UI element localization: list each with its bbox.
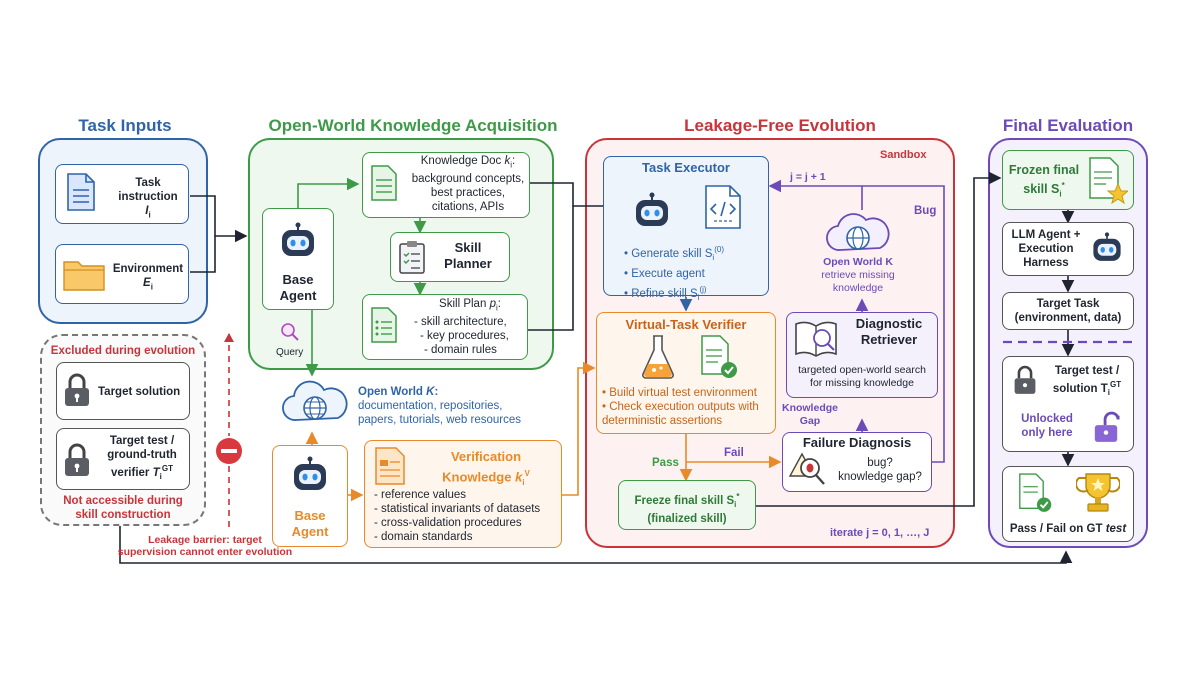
knowledge-gap-label: Knowledge Gap <box>781 402 838 427</box>
base-agent-2-label: Base Agent <box>291 508 329 539</box>
environment-label: Environment Ei <box>112 263 184 292</box>
knowledge-doc-text: Knowledge Doc ki: background concepts, b… <box>411 155 525 214</box>
excluded-header: Excluded during evolution <box>50 345 196 357</box>
document-icon <box>67 173 95 211</box>
leakage-barrier-label: Leakage barrier: target supervision cann… <box>117 534 293 558</box>
checklist-icon <box>371 307 397 343</box>
excluded-footer: Not accessible during skill construction <box>63 495 183 521</box>
environment-card <box>55 244 189 304</box>
freeze-skill-label: Freeze final skill Si* (finalized skill) <box>634 492 740 526</box>
loop-label: j = j + 1 <box>790 171 826 183</box>
bug-label: Bug <box>914 205 937 217</box>
unlocked-label: Unlocked only here <box>1021 413 1073 439</box>
checked-document-icon <box>1019 473 1052 512</box>
robot-icon <box>636 192 668 226</box>
lock-icon <box>1014 365 1036 394</box>
virtual-task-verifier-title: Virtual-Task Verifier <box>625 317 747 332</box>
evolution-title: Leakage-Free Evolution <box>684 116 876 135</box>
task-executor-card <box>603 156 769 296</box>
pass-fail-label: Pass / Fail on GT test <box>1009 523 1127 535</box>
flask-icon <box>642 335 674 379</box>
cloud-globe-icon <box>826 213 890 251</box>
trophy-icon <box>1076 473 1120 512</box>
verification-knowledge-list: - reference values - statistical invaria… <box>374 489 541 543</box>
task-executor-title: Task Executor <box>642 160 730 175</box>
sandbox-label: Sandbox <box>880 149 927 161</box>
document-icon <box>371 165 397 201</box>
virtual-task-verifier-card <box>596 312 776 434</box>
clipboard-icon <box>399 241 425 274</box>
task-inputs-title: Task Inputs <box>78 116 172 135</box>
failure-diagnosis-questions: bug? knowledge gap? <box>838 457 922 483</box>
open-world-retrieve: Open World K retrieve missing knowledge <box>821 256 895 294</box>
robot-icon <box>282 222 314 256</box>
task-instruction-label: Task instruction Ii <box>118 177 178 220</box>
open-world-desc: Open World K: documentation, repositorie… <box>358 386 521 426</box>
diagnostic-retriever-desc: targeted open-world search for missing k… <box>798 364 926 389</box>
robot-icon <box>294 456 326 490</box>
lock-icon <box>65 373 89 406</box>
final-title: Final Evaluation <box>1002 116 1134 135</box>
report-icon <box>375 447 405 485</box>
skill-planner-label: Skill Planner <box>444 240 492 271</box>
target-test-label: Target test / solution TiGT <box>1052 365 1122 398</box>
harness-label: LLM Agent + Execution Harness <box>1011 229 1081 269</box>
checked-document-icon <box>701 335 737 378</box>
no-entry-icon <box>216 438 242 464</box>
query-label: Query <box>276 347 304 358</box>
knowledge-title: Open-World Knowledge Acquisition <box>268 116 558 135</box>
unlocked-icon <box>1094 411 1120 442</box>
star-document-icon <box>1089 157 1128 204</box>
diagnostic-retriever-title: Diagnostic Retriever <box>855 316 923 347</box>
virtual-task-verifier-list: • Build virtual test environment • Check… <box>602 387 759 427</box>
target-solution-label: Target solution <box>98 386 181 398</box>
skill-plan-text: Skill Plan pi: - skill architecture, - k… <box>414 298 509 357</box>
cloud-globe-icon <box>282 380 348 421</box>
fail-label: Fail <box>724 447 744 459</box>
freeze-skill-card <box>618 480 756 530</box>
folder-icon <box>63 261 105 291</box>
base-agent-label: Base Agent <box>279 272 317 303</box>
lock-icon <box>65 443 89 476</box>
pass-label: Pass <box>652 457 679 469</box>
target-solution-card <box>56 362 190 420</box>
target-task-card <box>1002 292 1134 330</box>
code-file-icon <box>705 185 741 229</box>
iterate-label: iterate j = 0, 1, …, J <box>830 527 930 539</box>
robot-icon <box>1093 232 1121 261</box>
target-task-label: Target Task (environment, data) <box>1014 298 1122 324</box>
magnifier-icon <box>281 323 299 341</box>
bug-search-icon <box>788 452 825 485</box>
task-executor-list: • Generate skill Si(0) • Execute agent •… <box>624 245 724 303</box>
failure-diagnosis-title: Failure Diagnosis <box>802 435 912 450</box>
harness-card <box>1002 222 1134 276</box>
gt-verifier-label: Target test / ground-truth verifier TiGT <box>107 435 177 482</box>
frozen-skill-label: Frozen final skill Si* <box>1008 163 1080 199</box>
book-search-icon <box>795 321 837 357</box>
verification-knowledge-title: Verification Knowledge kiV <box>442 449 530 487</box>
